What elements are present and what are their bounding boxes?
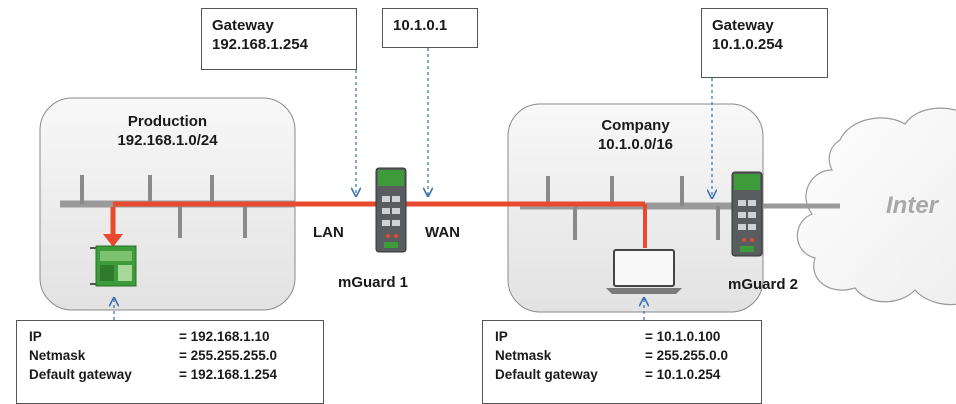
laptop-icon <box>606 249 682 294</box>
info-value: = 255.255.255.0 <box>179 348 277 363</box>
info-row-netmask: Netmask = 255.255.0.0 <box>495 346 751 365</box>
lan-port-label: LAN <box>313 224 344 241</box>
info-row-ip: IP = 192.168.1.10 <box>29 327 313 346</box>
lan-gateway-callout: Gateway 192.168.1.254 <box>201 8 357 70</box>
info-row-gateway: Default gateway = 192.168.1.254 <box>29 365 313 384</box>
info-key: Netmask <box>495 348 552 363</box>
internet-label: Inter <box>886 192 939 219</box>
production-host-info: IP = 192.168.1.10 Netmask = 255.255.255.… <box>16 320 324 404</box>
info-key: Default gateway <box>29 367 132 382</box>
callout-connectors <box>114 48 712 320</box>
info-value: = 10.1.0.100 <box>645 329 721 344</box>
production-zone-label: Production 192.168.1.0/24 <box>40 112 295 150</box>
mguard1-label: mGuard 1 <box>338 274 409 291</box>
info-value: = 255.255.0.0 <box>645 348 728 363</box>
info-value: = 10.1.0.254 <box>645 367 721 382</box>
info-key: IP <box>29 329 42 344</box>
info-row-netmask: Netmask = 255.255.255.0 <box>29 346 313 365</box>
zone-name: Company <box>601 117 670 134</box>
wan-port-label: WAN <box>425 224 460 241</box>
company-gateway-callout: Gateway 10.1.0.254 <box>701 8 828 78</box>
info-key: IP <box>495 329 508 344</box>
info-value: = 192.168.1.254 <box>179 367 277 382</box>
info-key: Default gateway <box>495 367 598 382</box>
info-key: Netmask <box>29 348 86 363</box>
callout-title: Gateway <box>212 17 274 34</box>
info-row-ip: IP = 10.1.0.100 <box>495 327 751 346</box>
traffic-route <box>103 201 647 248</box>
callout-title: Gateway <box>712 17 774 34</box>
zone-name: Production <box>127 113 208 130</box>
info-value: = 192.168.1.10 <box>179 329 270 344</box>
mguard2-label: mGuard 2 <box>728 276 799 293</box>
zone-subnet: 192.168.1.0/24 <box>117 132 218 149</box>
zone-subnet: 10.1.0.0/16 <box>597 136 674 153</box>
callout-value: 10.1.0.254 <box>712 36 783 53</box>
company-host-info: IP = 10.1.0.100 Netmask = 255.255.0.0 De… <box>482 320 762 404</box>
callout-value: 10.1.0.1 <box>393 17 448 34</box>
internet-cloud <box>796 107 956 306</box>
mguard2-device-icon <box>731 171 763 257</box>
company-zone-label: Company 10.1.0.0/16 <box>508 116 763 154</box>
plc-device-icon <box>90 245 137 287</box>
info-row-gateway: Default gateway = 10.1.0.254 <box>495 365 751 384</box>
wan-ip-callout: 10.1.0.1 <box>382 8 478 48</box>
callout-value: 192.168.1.254 <box>212 36 308 53</box>
mguard1-device-icon <box>375 167 407 253</box>
